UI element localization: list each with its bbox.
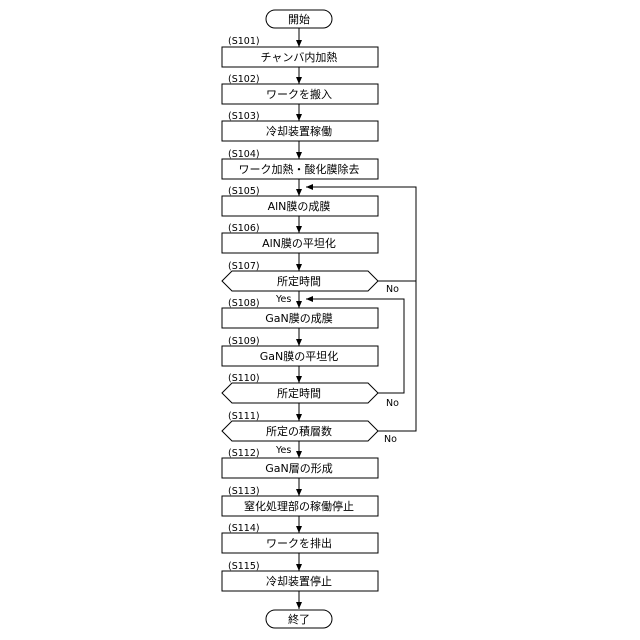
start-terminal: 開始 [266,10,332,28]
s111-yes-label: Yes [275,445,291,456]
step-label-s112: GaN層の形成 [265,462,333,475]
step-label-s111: 所定の積層数 [266,424,332,438]
step-id-s104: (S104) [228,149,260,160]
steps: (S101) チャンバ内加熱 (S102) ワークを搬入 (S103) 冷却装置… [222,36,378,591]
step-label-s106: AlN膜の平坦化 [262,236,336,250]
end-terminal: 終了 [266,610,332,628]
step-label-s113: 窒化処理部の稼働停止 [244,499,354,513]
step-label-s105: AlN膜の成膜 [268,200,331,213]
s107-yes-label: Yes [275,294,291,305]
step-label-s107: 所定時間 [277,274,321,288]
step-id-s107: (S107) [228,261,260,272]
step-id-s108: (S108) [228,298,260,309]
step-id-s110: (S110) [228,373,260,384]
step-id-s113: (S113) [228,486,260,497]
step-id-s115: (S115) [228,561,260,572]
s110-no-label: No [386,398,399,409]
s111-no-label: No [384,434,397,445]
step-id-s101: (S101) [228,36,260,47]
step-label-s110: 所定時間 [277,386,321,400]
step-id-s106: (S106) [228,223,260,234]
step-id-s102: (S102) [228,74,260,85]
step-label-s101: チャンバ内加熱 [261,50,338,64]
step-id-s111: (S111) [228,411,260,422]
step-label-s115: 冷却装置停止 [266,574,332,588]
step-id-s105: (S105) [228,186,260,197]
end-label: 終了 [288,612,310,626]
start-label: 開始 [288,12,310,26]
step-id-s112: (S112) [228,448,260,459]
s107-no-label: No [386,284,399,295]
step-label-s104: ワーク加熱・酸化膜除去 [239,162,360,176]
step-id-s114: (S114) [228,523,260,534]
step-label-s102: ワークを搬入 [266,87,332,101]
step-label-s109: GaN膜の平坦化 [260,349,339,363]
step-label-s103: 冷却装置稼働 [266,124,332,138]
step-label-s108: GaN膜の成膜 [265,312,333,325]
step-label-s114: ワークを排出 [266,536,332,550]
step-id-s103: (S103) [228,111,260,122]
step-id-s109: (S109) [228,336,260,347]
